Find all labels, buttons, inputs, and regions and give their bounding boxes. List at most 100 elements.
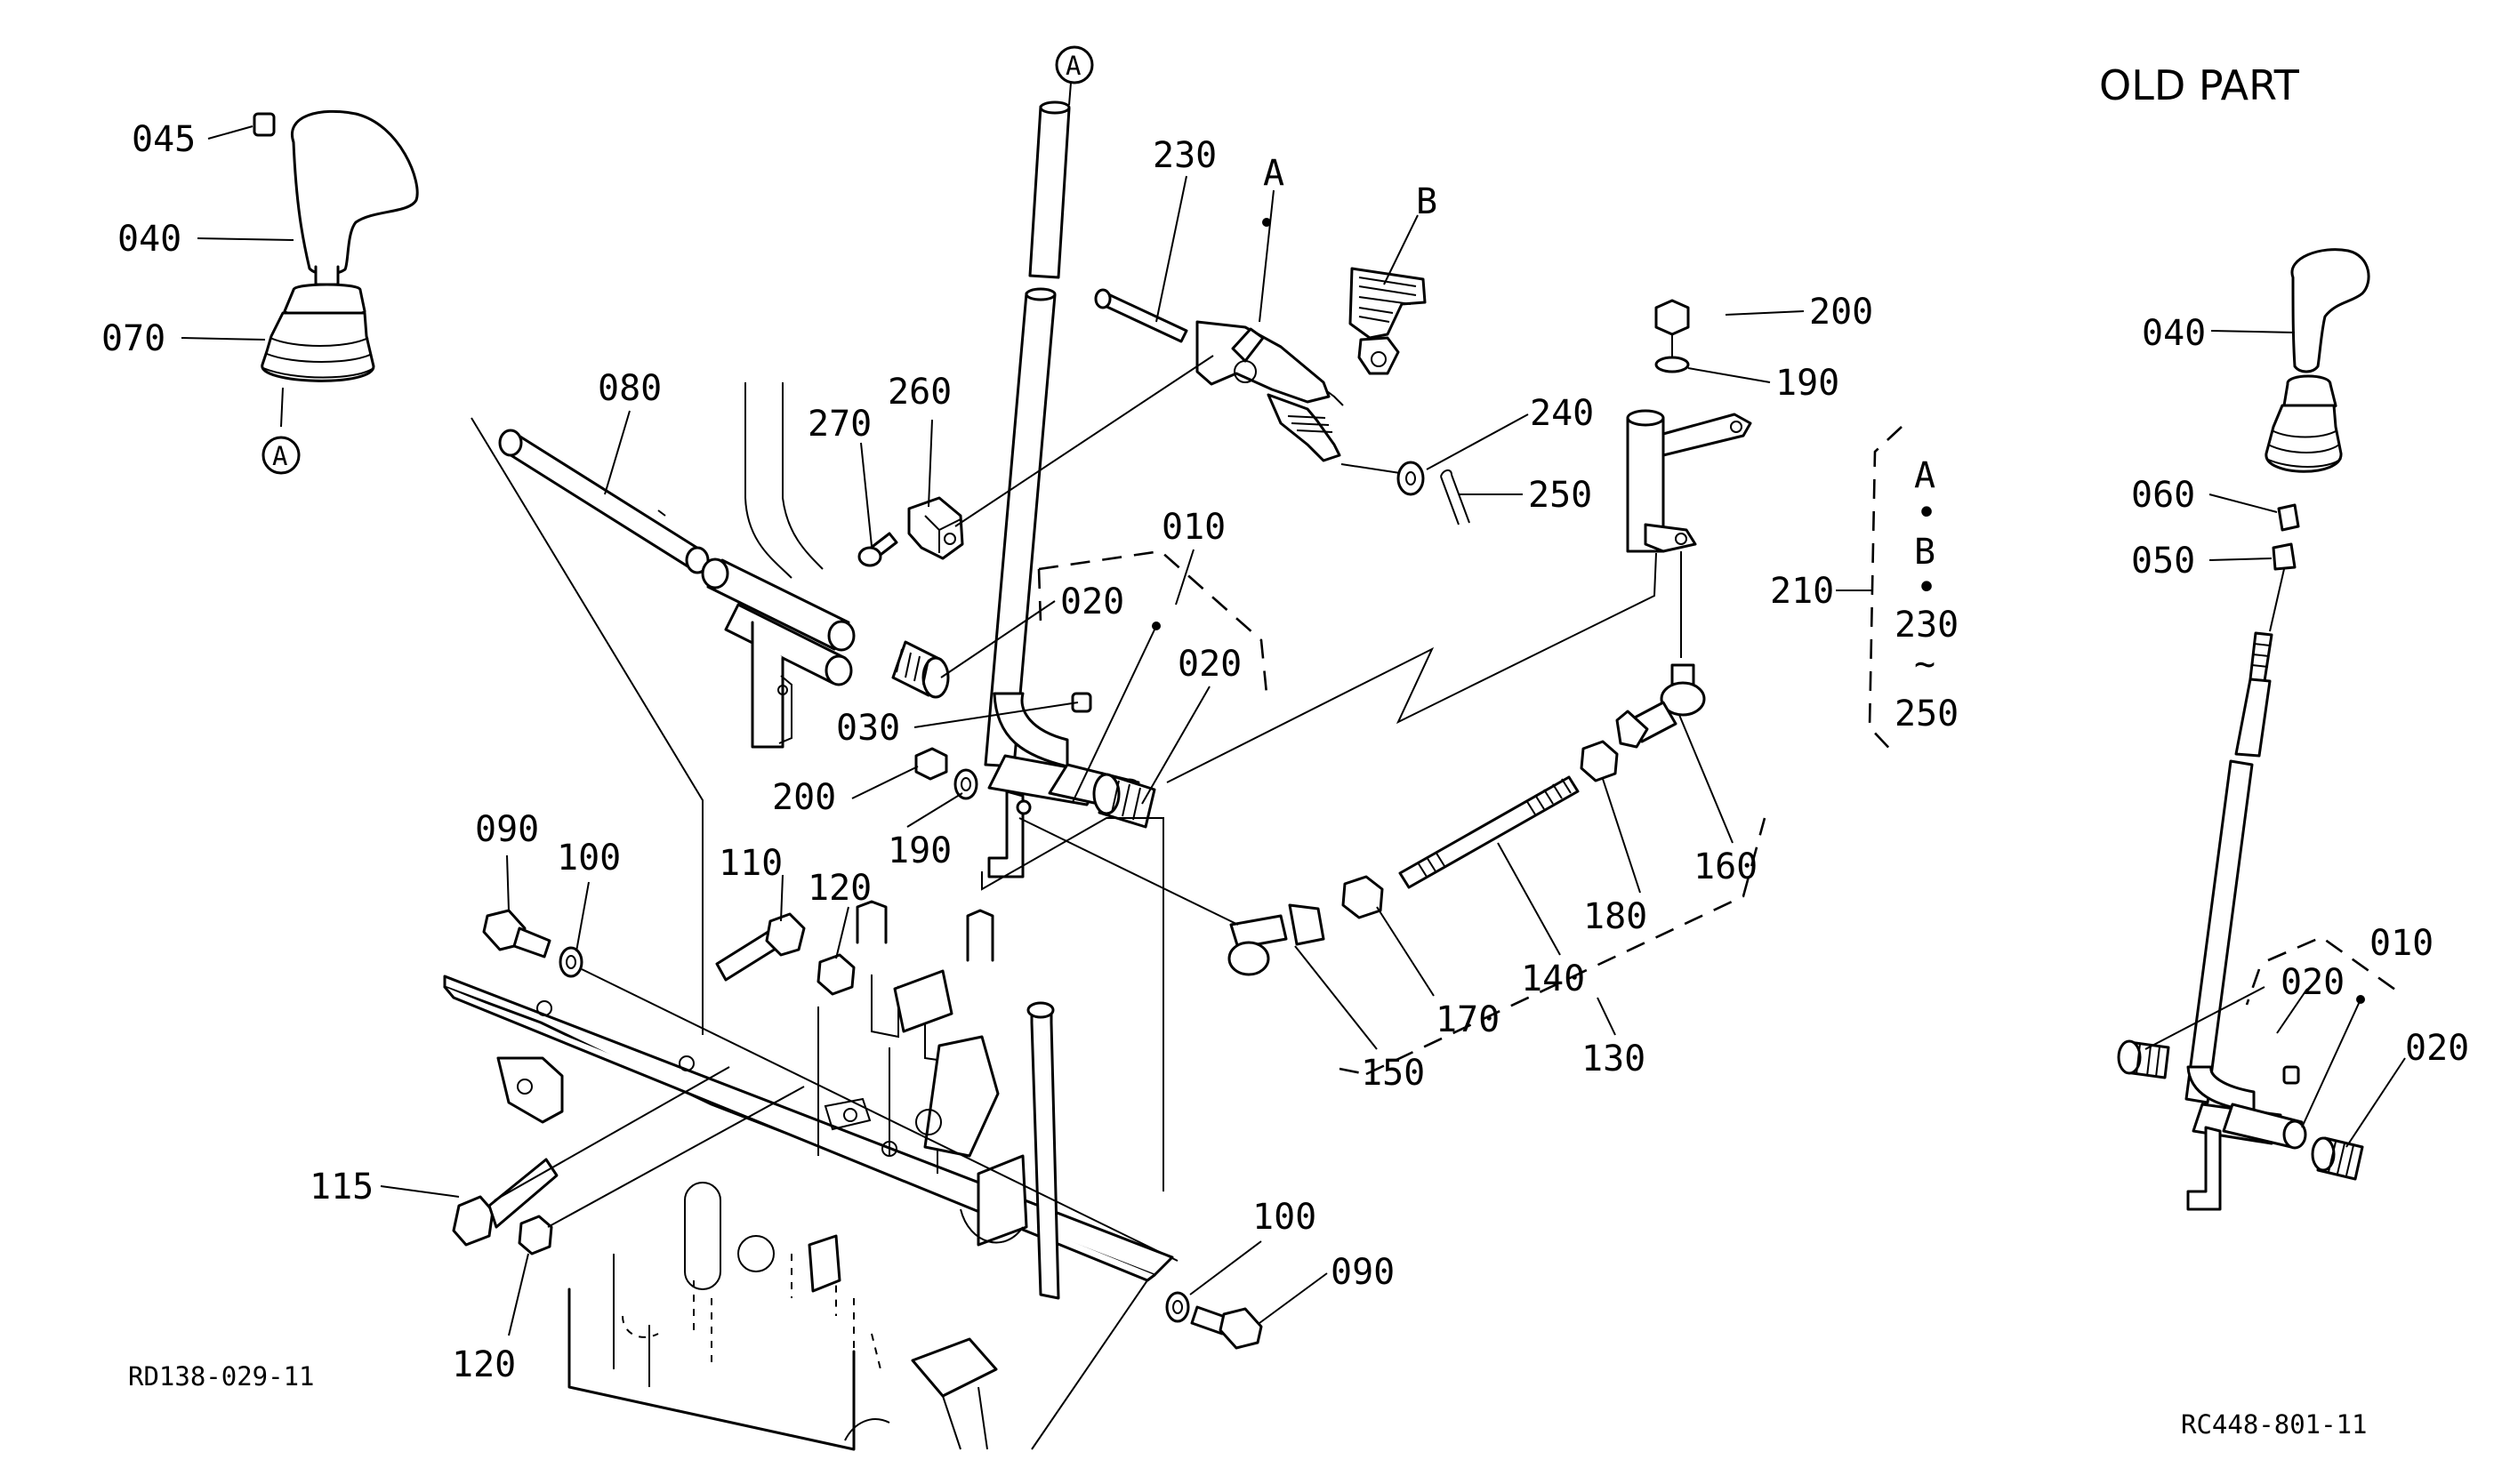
bracket-A [1195,320,1344,462]
pedal-B [1348,267,1427,375]
shift-lever-010: A [984,45,1144,878]
group-010-outline [1038,549,1269,703]
label-140: 140 [1521,959,1585,999]
old-bushing-020-left [2117,1039,2170,1079]
callout-A-upper-text: A [1066,51,1081,81]
label-110: 110 [719,843,783,884]
label-020-a: 020 [1060,582,1124,622]
label-040: 040 [117,219,181,260]
label-070: 070 [101,318,165,359]
washer-190-upper [1654,356,1690,373]
label-240: 240 [1530,393,1594,434]
label-090-upper: 090 [475,809,539,850]
bracket-item-B: B [1914,532,1935,573]
bracket-item-230: 230 [1895,605,1959,646]
nut-200-lever [914,747,978,800]
bolt-090-upper [482,909,551,959]
boot-070 [261,311,375,382]
callout-A-lower [261,436,301,475]
label-190-lever: 190 [888,830,952,871]
nut-180 [1580,740,1619,782]
old-knob-040 [2290,248,2370,373]
bracket-210-list: A • B • 230 ~ 250 [1895,455,1959,734]
bracket-dot-2: • [1916,567,1937,608]
bracket-dot-1: • [1916,493,1937,533]
old-label-010: 010 [2369,923,2434,964]
bolt-115 [452,1158,559,1247]
label-180: 180 [1583,896,1647,937]
drawing-code-right: RC448-801-11 [2181,1409,2368,1440]
old-label-040: 040 [2142,313,2206,354]
nut-120-lower [518,1215,553,1255]
pivot-sleeve [701,558,856,749]
bracket-tilde: ~ [1914,644,1935,685]
label-B: B [1416,181,1437,222]
label-045: 045 [132,119,196,160]
old-label-020-a: 020 [2281,962,2345,1003]
old-group-010-outline [2267,935,2402,996]
label-260: 260 [888,372,952,413]
bolt-090-lower [1190,1305,1263,1350]
old-label-050: 050 [2131,541,2195,582]
washer-190-lever [953,768,978,800]
nut-120-upper [817,953,856,996]
old-nut-050 [2272,542,2297,571]
arm-upper-right [1626,299,1752,658]
label-210: 210 [1770,571,1834,612]
label-020-b: 020 [1178,644,1242,685]
old-bushing-020-right [2311,1136,2364,1181]
label-A: A [1263,153,1284,194]
label-120-upper: 120 [808,868,872,909]
label-030: 030 [836,708,900,749]
label-090-lower: 090 [1331,1252,1395,1293]
group-130-outline [1365,817,1766,1076]
base-frame [443,900,1174,1451]
old-label-020-b: 020 [2405,1028,2469,1069]
rod-end-160 [1615,663,1706,749]
old-leader-lines [2144,330,2406,1148]
boot-070-top [283,283,366,317]
old-part-title: OLD PART [2099,61,2300,109]
split-pin-250 [1440,469,1470,525]
bracket-item-250: 250 [1895,694,1959,734]
leader-lines [181,125,1871,1336]
clamp-260 [857,496,964,567]
lever-arm-plate [987,790,1025,878]
old-bush-060 [2277,503,2300,532]
bracket-item-A: A [1914,455,1935,496]
knob-040 [290,109,419,276]
label-130: 130 [1581,1039,1645,1079]
lever-rod-upper [1028,105,1071,279]
label-115: 115 [310,1167,374,1207]
labels-main: 045 040 070 080 270 260 230 A B 200 190 … [101,119,1873,1385]
label-270: 270 [808,404,872,445]
label-080: 080 [598,368,662,409]
washer-100-lower [1165,1291,1190,1323]
label-010: 010 [1162,507,1226,548]
old-label-060: 060 [2131,475,2195,516]
old-part-lever [2184,248,2370,1211]
label-170: 170 [1436,999,1500,1040]
washer-240 [1396,461,1425,496]
threaded-rod-140 [1398,775,1580,889]
pivot-bar-080 [498,429,710,574]
label-100-upper: 100 [557,838,621,878]
label-230: 230 [1153,135,1217,176]
old-boot [2265,404,2343,473]
nut-170 [1341,875,1384,919]
label-100-lower: 100 [1252,1197,1316,1238]
label-190-upper: 190 [1775,363,1839,404]
callout-A-lower-text: A [272,441,287,471]
shift-knob-assembly: A [253,109,419,475]
drawing-code-left: RD138-029-11 [128,1361,315,1392]
label-200-lever: 200 [772,777,836,818]
post [1030,1005,1060,1300]
screw-045 [253,112,276,137]
label-150: 150 [1361,1053,1425,1094]
pin-230 [1094,288,1188,343]
label-250: 250 [1528,475,1592,516]
washer-100-upper [559,946,583,978]
label-200-upper: 200 [1809,292,1873,333]
bushing-020-left [891,640,950,699]
